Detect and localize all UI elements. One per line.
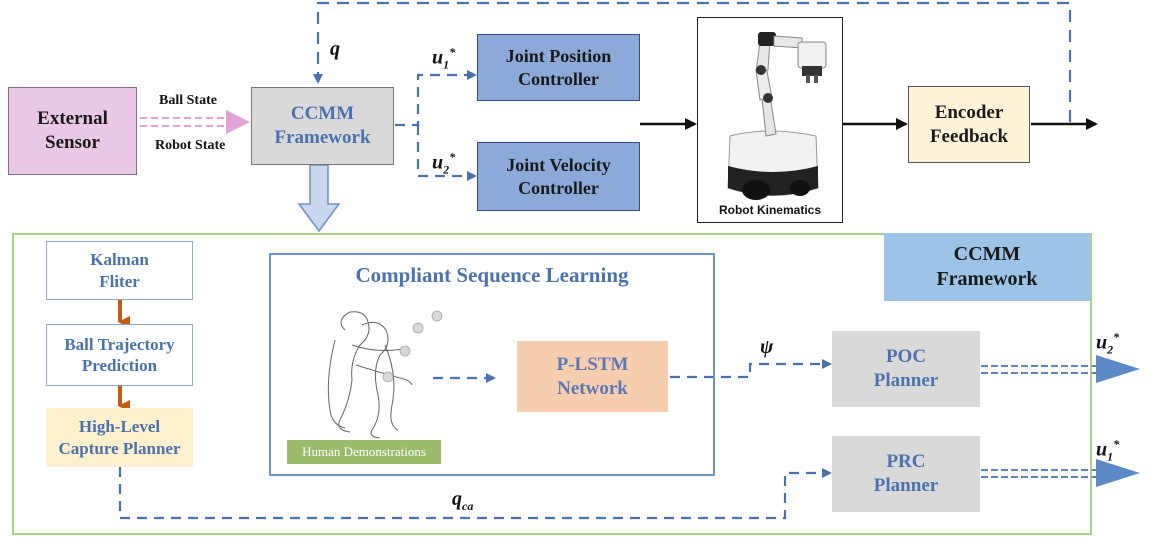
- ccmm-to-velocity-line: [416, 125, 477, 181]
- qca-label: qca: [452, 488, 474, 513]
- robot-state-label: Robot State: [155, 138, 226, 153]
- ccmm-to-controllers-line: [395, 70, 477, 127]
- hlc-to-prc-line: [118, 467, 832, 520]
- joint-velocity-controller-box: Joint Velocity Controller: [477, 142, 640, 211]
- feedback-loop-line: [313, 1, 1072, 122]
- ball-trajectory-prediction-box: Ball Trajectory Prediction: [46, 324, 193, 386]
- robot-image: [697, 17, 843, 223]
- compliant-sequence-learning-title: Compliant Sequence Learning: [355, 263, 629, 287]
- psi-label: ψ: [760, 336, 774, 358]
- ccmm-framework-box: CCMM Framework: [251, 87, 394, 165]
- u1-label: u1*: [432, 45, 456, 72]
- sensor-to-ccmm-arrow: [140, 110, 250, 134]
- poc-planner-box: POC Planner: [832, 331, 980, 407]
- ball-state-label: Ball State: [159, 93, 217, 108]
- encoder-feedback-box: Encoder Feedback: [908, 86, 1030, 163]
- u2-label: u2*: [432, 150, 456, 177]
- high-level-capture-planner-box: High-Level Capture Planner: [46, 408, 193, 467]
- prc-planner-box: PRC Planner: [832, 436, 980, 512]
- ccmm-framework-tag: CCMM Framework: [884, 233, 1090, 301]
- kalman-filter-box: Kalman Fliter: [46, 241, 193, 300]
- poc-output-arrow: [981, 355, 1140, 383]
- ccmm-detail-frame: [12, 233, 1092, 535]
- prc-output-arrow: [981, 459, 1140, 487]
- output-u2-label: u2*: [1096, 330, 1120, 357]
- plstm-to-poc-line: [670, 359, 832, 379]
- robot-illustration: [727, 32, 827, 200]
- external-sensor-box: External Sensor: [8, 87, 137, 175]
- robot-kinematics-label: Robot Kinematics: [718, 203, 821, 217]
- ccmm-down-arrow: [297, 164, 341, 233]
- q-label: q: [330, 38, 340, 60]
- p-lstm-network-box: P-LSTM Network: [517, 341, 668, 412]
- compliant-sequence-learning-frame: [269, 253, 715, 476]
- output-u1-label: u1*: [1096, 437, 1120, 464]
- joint-position-controller-box: Joint Position Controller: [477, 34, 640, 101]
- human-demonstrations-label: Human Demonstrations: [287, 440, 441, 464]
